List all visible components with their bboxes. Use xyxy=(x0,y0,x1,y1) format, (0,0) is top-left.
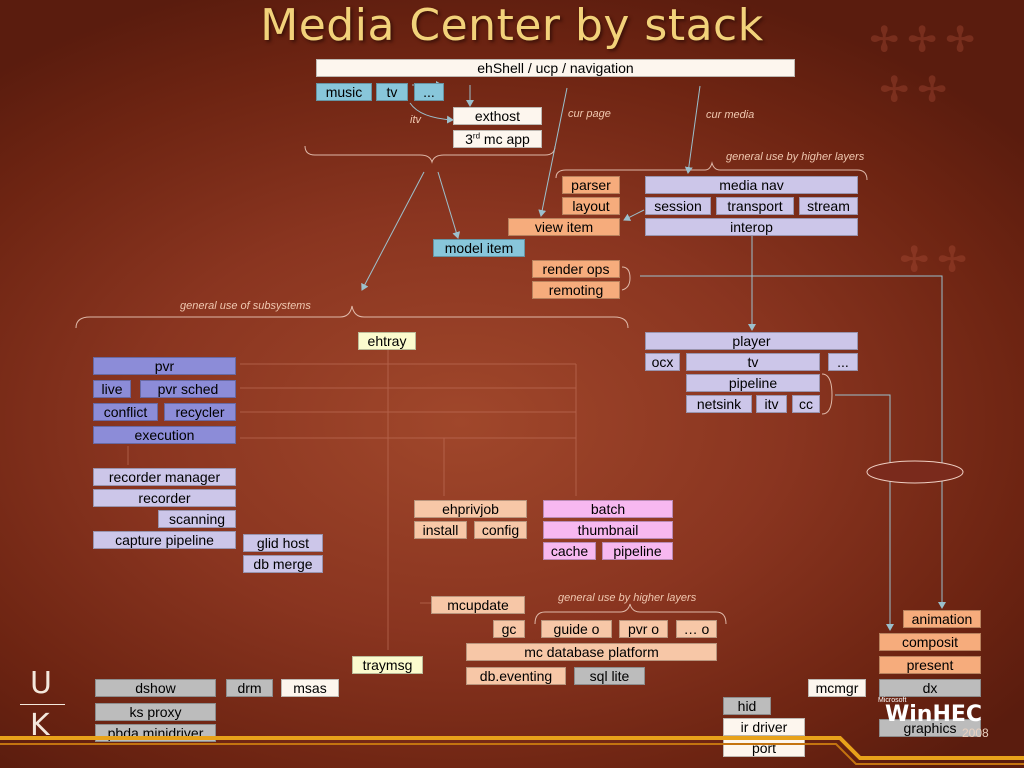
bottom-stripe xyxy=(0,736,1024,765)
box-ocx: ocx xyxy=(645,353,680,371)
box-cc: cc xyxy=(792,395,820,413)
box-tv-player: tv xyxy=(686,353,820,371)
box-conflict: conflict xyxy=(93,403,158,421)
box-interop: interop xyxy=(645,218,858,236)
box-tv-top: tv xyxy=(376,83,408,101)
box-media-nav: media nav xyxy=(645,176,858,194)
box-guide-o: guide o xyxy=(541,620,612,638)
box-gc: gc xyxy=(493,620,525,638)
box-live: live xyxy=(93,380,131,398)
box-player: player xyxy=(645,332,858,350)
box-graphics: graphics xyxy=(879,719,981,737)
decor-squiggle: ✢ ✢ xyxy=(900,241,967,279)
box-stream: stream xyxy=(799,197,858,215)
box-view-item: view item xyxy=(508,218,620,236)
microsoft-label: Microsoft xyxy=(878,697,907,704)
annotation-cur-page: cur page xyxy=(568,108,611,120)
box-capture-pipeline: capture pipeline xyxy=(93,531,236,549)
logo-k: K xyxy=(30,708,50,743)
mc-app-number: 3 xyxy=(465,131,473,147)
box-config: config xyxy=(474,521,527,539)
box-pvr-sched: pvr sched xyxy=(140,380,236,398)
box-render-ops: render ops xyxy=(532,260,620,278)
box-ehshell: ehShell / ucp / navigation xyxy=(316,59,795,77)
box-glid-host: glid host xyxy=(243,534,323,552)
box-pvr-o: pvr o xyxy=(619,620,668,638)
mc-app-label: mc app xyxy=(480,131,530,147)
box-hid: hid xyxy=(723,697,771,715)
box-etc-o: … o xyxy=(676,620,717,638)
box-music: music xyxy=(316,83,372,101)
box-recycler: recycler xyxy=(164,403,236,421)
box-present: present xyxy=(879,656,981,674)
box-composit: composit xyxy=(879,633,981,651)
box-mc-database-platform: mc database platform xyxy=(466,643,717,661)
box-session: session xyxy=(645,197,711,215)
box-ehtray: ehtray xyxy=(358,332,416,350)
box-dx: dx xyxy=(879,679,981,697)
box-dshow: dshow xyxy=(95,679,216,697)
annotation-general-subsystems: general use of subsystems xyxy=(180,300,311,312)
logo-u: U xyxy=(30,666,52,701)
box-db-eventing: db.eventing xyxy=(466,667,566,685)
box-layout: layout xyxy=(562,197,620,215)
box-recorder-manager: recorder manager xyxy=(93,468,236,486)
box-execution: execution xyxy=(93,426,236,444)
winhec-year: 2008 xyxy=(962,726,989,740)
box-mcmgr: mcmgr xyxy=(808,679,866,697)
box-cache: cache xyxy=(543,542,596,560)
box-pvr: pvr xyxy=(93,357,236,375)
box-parser: parser xyxy=(562,176,620,194)
box-db-merge: db merge xyxy=(243,555,323,573)
annotation-cur-media: cur media xyxy=(706,109,755,121)
box-pipeline-player: pipeline xyxy=(686,374,820,392)
decor-squiggle: ✢ ✢ ✢ xyxy=(870,21,975,59)
box-recorder: recorder xyxy=(93,489,236,507)
box-transport: transport xyxy=(716,197,794,215)
slide-title: Media Center by stack xyxy=(260,0,764,51)
logo-divider xyxy=(20,704,65,705)
box-ks-proxy: ks proxy xyxy=(95,703,216,721)
box-exthost: exthost xyxy=(453,107,542,125)
box-mcupdate: mcupdate xyxy=(431,596,525,614)
annotation-general-higher-1: general use by higher layers xyxy=(726,151,865,163)
box-install: install xyxy=(414,521,467,539)
box-netsink: netsink xyxy=(686,395,752,413)
box-ehprivjob: ehprivjob xyxy=(414,500,527,518)
annotation-itv: itv xyxy=(410,114,421,126)
box-3rd-mc-app: 3rd mc app xyxy=(453,130,542,148)
box-dots-top: ... xyxy=(414,83,444,101)
winhec-logo: WinHEC xyxy=(885,702,983,727)
box-scanning: scanning xyxy=(158,510,236,528)
box-thumbnail: thumbnail xyxy=(543,521,673,539)
box-sql-lite: sql lite xyxy=(574,667,645,685)
box-pipeline-batch: pipeline xyxy=(602,542,673,560)
decor-squiggle: ✢ ✢ xyxy=(880,71,947,109)
box-itv-player: itv xyxy=(756,395,787,413)
box-model-item: model item xyxy=(433,239,525,257)
mc-app-superscript: rd xyxy=(472,131,481,141)
box-drm: drm xyxy=(226,679,273,697)
box-msas: msas xyxy=(281,679,339,697)
box-animation: animation xyxy=(903,610,981,628)
box-remoting: remoting xyxy=(532,281,620,299)
box-batch: batch xyxy=(543,500,673,518)
box-traymsg: traymsg xyxy=(352,656,423,674)
box-ir-driver: ir driver xyxy=(723,718,805,736)
box-dots-player: ... xyxy=(828,353,858,371)
annotation-general-higher-2: general use by higher layers xyxy=(558,592,697,604)
